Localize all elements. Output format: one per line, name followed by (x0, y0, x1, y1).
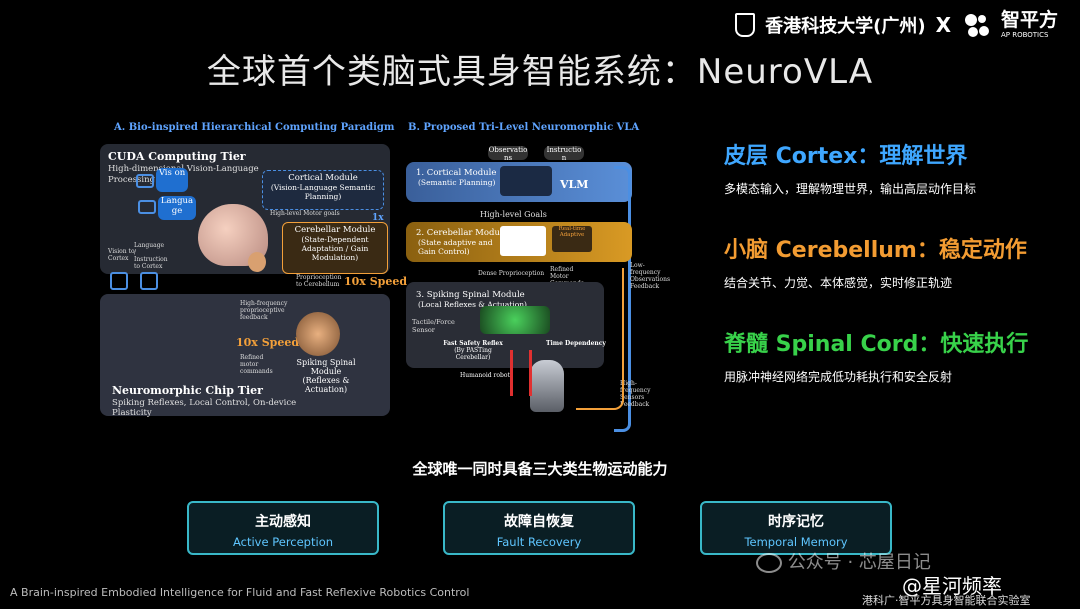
low-frequency-feedback: Low-frequency Observations Feedback (630, 262, 671, 290)
university-name: 香港科技大学(广州) (765, 16, 926, 37)
capability-label-cn: 时序记忆 (768, 514, 824, 530)
b-cerebellar-title: 2. Cerebellar Module (416, 228, 508, 238)
b-spinal-title: 3. Spiking Spinal Module (416, 290, 525, 300)
eye-icon (136, 174, 154, 188)
b-high-level-goals: High-level Goals (480, 210, 547, 219)
capability-fault-recovery: 故障自恢复 Fault Recovery (443, 501, 635, 555)
wechat-icon (756, 553, 782, 573)
neural-net-icon (500, 166, 552, 196)
neurovla-figure: A. Bio-inspired Hierarchical Computing P… (100, 118, 670, 432)
b-cortical-sub: (Semantic Planning) (418, 178, 496, 187)
section-spinal-desc: 用脉冲神经网络完成低功耗执行和安全反射 (724, 370, 953, 384)
b-cerebellar-sub1: (State adaptive and (418, 238, 493, 247)
speed-10x-b: 10x Speed (236, 336, 300, 349)
cortical-module-desc: (Vision-Language Semantic Planning) (270, 183, 376, 201)
dense-proprioception: Dense Proprioception (478, 270, 545, 277)
footer-caption: A Brain-inspired Embodied Intelligence f… (10, 586, 470, 599)
proprio-to-cerebellum: Proprioception to Cerebellum (296, 274, 342, 288)
reflex-arrows (510, 350, 532, 396)
capability-label-cn: 故障自恢复 (504, 514, 574, 530)
cerebellar-module-box: Cerebellar Module (State-Dependent Adapt… (282, 222, 388, 274)
humanoid-robot-illustration (530, 360, 564, 412)
high-level-motor-goals: High-level Motor goals (270, 210, 340, 217)
tagline: 全球唯一同时具备三大类生物运动能力 (412, 460, 668, 478)
capability-label-en: Temporal Memory (744, 535, 848, 549)
neuromorphic-tier-panel (100, 294, 390, 416)
cross-mark: X (935, 13, 951, 37)
vision-to-cortex: Vision to Cortex (108, 248, 135, 262)
spinal-module-label-a: Spiking Spinal Module (Reflexes & Actuat… (296, 358, 356, 394)
section-spinal-heading: 脊髓 Spinal Cord：快速执行 (724, 332, 1029, 357)
section-cerebellum-desc: 结合关节、力觉、本体感觉，实时修正轨迹 (724, 276, 953, 290)
message-icon (140, 272, 158, 290)
cerebellum-illustration (248, 252, 266, 272)
cerebellar-module-label: Cerebellar Module (294, 225, 376, 235)
chat-icon (138, 200, 156, 214)
section-cortex-desc: 多模态输入，理解物理世界，输出高层动作目标 (724, 182, 977, 196)
instruction-tag: Instructio n (544, 146, 584, 162)
panel-b-title: B. Proposed Tri-Level Neuromorphic VLA (408, 122, 640, 133)
page-title: 全球首个类脑式具身智能系统：NeuroVLA (206, 52, 874, 92)
camera-icon (110, 272, 128, 290)
humanoid-robot-label: Humanoid robot (460, 372, 510, 379)
wechat-watermark: 公众号 · 芯屋日记 (756, 548, 931, 574)
realtime-adaptive: Real-time Adaptive (552, 226, 592, 252)
capability-label-en: Fault Recovery (496, 535, 582, 549)
b-spinal-sub: (Local Reflexes & Actuation) (418, 300, 527, 309)
university-logo-icon (735, 13, 756, 37)
neuromorphic-tier-title: Neuromorphic Chip Tier (112, 384, 263, 397)
spiking-network-icon (480, 306, 550, 334)
language-chip: Langua ge (158, 196, 196, 220)
section-spinal: 脊髓 Spinal Cord：快速执行 用脉冲神经网络完成低功耗执行和安全反射 (724, 326, 1028, 385)
capability-label-cn: 主动感知 (255, 514, 311, 530)
section-cerebellum: 小脑 Cerebellum：稳定动作 结合关节、力觉、本体感觉，实时修正轨迹 (724, 232, 1027, 291)
cerebellar-module-desc: (State-Dependent Adaptation / Gain Modul… (301, 235, 369, 262)
logo-bar: 香港科技大学(广州) X 智平方 AP ROBOTICS (735, 10, 1058, 40)
language-to-cortex: Language / Instruction to Cortex (134, 242, 168, 270)
cortical-module-label: Cortical Module (288, 173, 358, 183)
section-cortex-heading: 皮层 Cortex：理解世界 (724, 144, 968, 169)
cortical-module-box: Cortical Module (Vision-Language Semanti… (262, 170, 384, 210)
cuda-tier-sub2: Processing (108, 175, 156, 185)
refined-motor-commands: Refined motor commands (240, 354, 273, 375)
observation-tag: Observatio ns (488, 146, 528, 162)
neuromorphic-tier-sub1: Spiking Reflexes, Local Control, On-devi… (112, 398, 297, 408)
section-cerebellum-heading: 小脑 Cerebellum：稳定动作 (724, 238, 1027, 263)
hf-sensor-loop-line (576, 268, 624, 410)
vlm-label: VLM (560, 178, 589, 191)
tactile-sensor: Tactile/Force Sensor (412, 318, 455, 334)
speed-1x: 1x (372, 213, 384, 223)
hf-proprio-feedback: High-frequency proprioceptive feedback (240, 300, 288, 321)
company-logo-icon (961, 10, 991, 40)
capability-active-perception: 主动感知 Active Perception (187, 501, 379, 555)
fast-safety-reflex: Fast Safety Reflex (By PASTing Cerebella… (443, 340, 503, 361)
panel-a-title: A. Bio-inspired Hierarchical Computing P… (114, 122, 395, 133)
lab-watermark: 港科广·智平方具身智能联合实验室 (862, 594, 1031, 607)
hf-sensors-feedback: High-frequency Sensors Feedback (620, 380, 651, 408)
capability-temporal-memory: 时序记忆 Temporal Memory (700, 501, 892, 555)
spinal-cord-illustration (296, 312, 340, 356)
weibo-watermark: @星河频率 (902, 574, 1002, 598)
time-dependency: Time Dependency (546, 340, 606, 347)
company-subname: AP ROBOTICS (1000, 31, 1049, 39)
neuromorphic-tier-sub2: Plasticity (112, 408, 152, 418)
company-name: 智平方 (1000, 9, 1058, 31)
capability-label-en: Active Perception (232, 535, 334, 549)
b-cortical-title: 1. Cortical Module (416, 168, 497, 178)
trajectory-plot-icon (500, 226, 546, 256)
speed-10x-a: 10x Speed (344, 275, 408, 288)
b-cerebellar-sub2: Gain Control) (418, 247, 470, 256)
low-freq-loop-line (614, 166, 631, 432)
section-cortex: 皮层 Cortex：理解世界 多模态输入，理解物理世界，输出高层动作目标 (724, 138, 976, 197)
cuda-tier-title: CUDA Computing Tier (108, 150, 246, 163)
vision-chip: Vis on (156, 168, 188, 192)
